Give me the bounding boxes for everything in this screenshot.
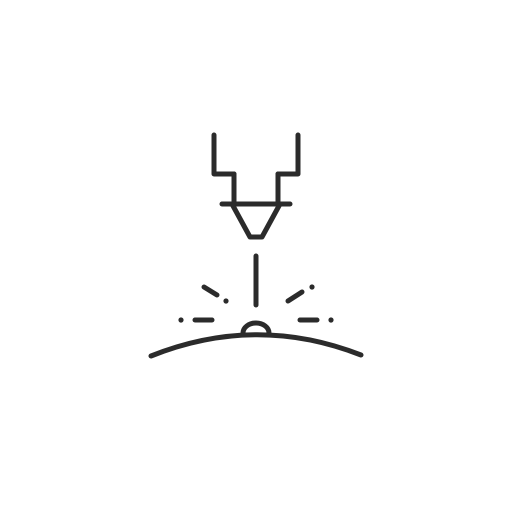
spark-left-upper-dot xyxy=(223,298,229,304)
spark-right-upper xyxy=(285,289,305,304)
workpiece-surface xyxy=(148,332,364,359)
spark-left-upper xyxy=(201,284,220,298)
nozzle-left-bracket xyxy=(211,132,237,177)
nozzle-right-bracket xyxy=(275,132,301,177)
spark-right-upper-dot xyxy=(309,284,315,290)
spark-left-lower-dot xyxy=(178,317,184,323)
molten-spot xyxy=(240,320,272,336)
nozzle-tip xyxy=(229,201,283,240)
spark-right-lower-dot xyxy=(328,317,334,323)
